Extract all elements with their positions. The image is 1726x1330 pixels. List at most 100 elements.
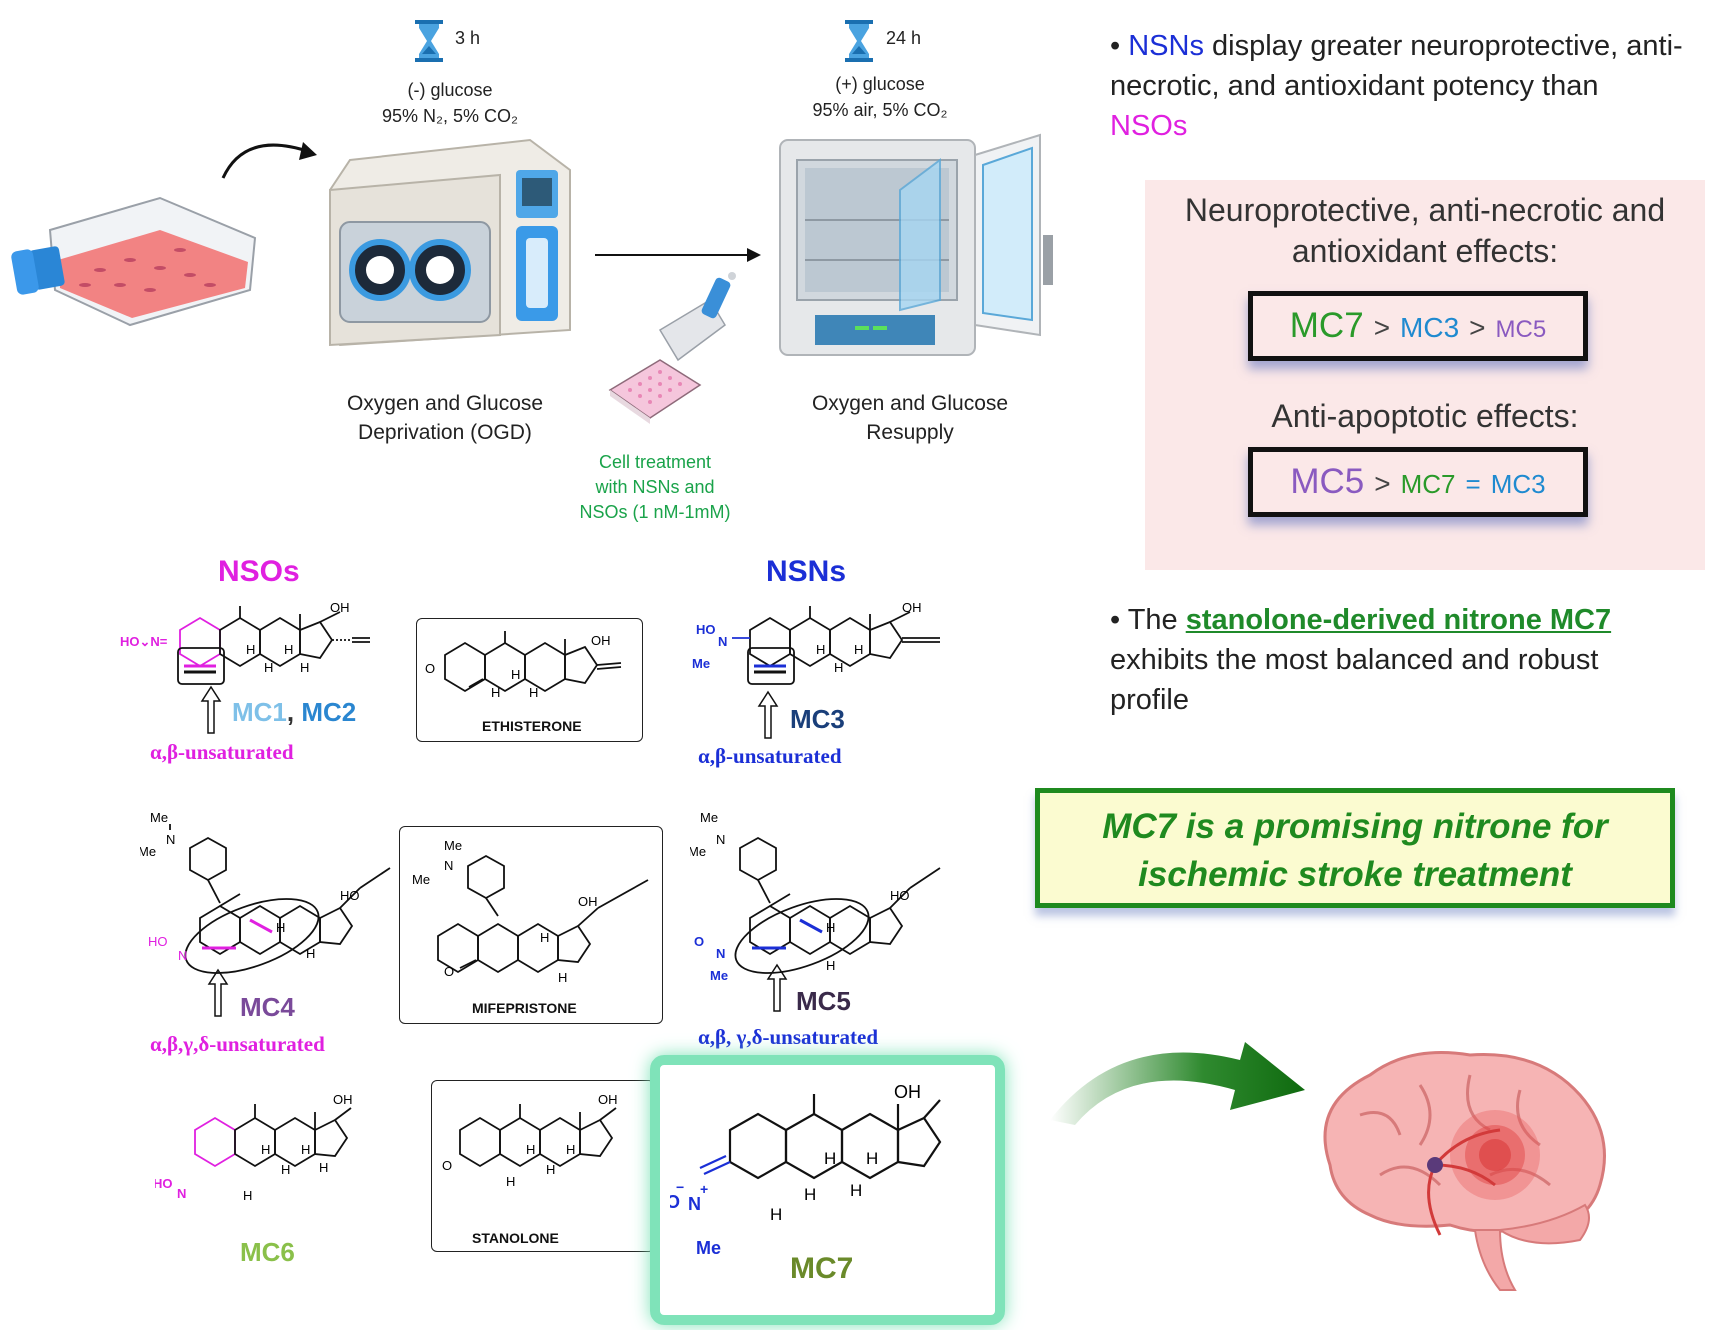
svg-text:OH: OH	[578, 894, 598, 909]
nsos-header: NSOs	[218, 555, 300, 588]
svg-text:HO: HO	[148, 934, 168, 949]
nsns-term: NSNs	[1128, 30, 1204, 62]
svg-text:H: H	[816, 642, 825, 657]
svg-text:H: H	[529, 685, 538, 700]
svg-text:N: N	[177, 1186, 186, 1201]
svg-text:H: H	[300, 660, 309, 675]
svg-text:N: N	[716, 832, 725, 847]
label-mc7: MC7	[790, 1252, 854, 1285]
ogd-time: 3 h	[455, 28, 481, 48]
up-arrow-icon	[766, 963, 788, 1012]
label-mc3: MC3	[790, 704, 845, 734]
svg-text:H: H	[770, 1205, 782, 1224]
svg-text:H: H	[526, 1142, 535, 1157]
structure-mifepristone: Me Me N OH O H H	[412, 838, 649, 985]
svg-text:H: H	[866, 1149, 878, 1168]
svg-text:H: H	[834, 660, 843, 675]
svg-text:N: N	[688, 1194, 701, 1214]
stanolone-box	[431, 1080, 655, 1252]
bullet-mc7-profile: • The stanolone-derived nitrone MC7 exhi…	[1110, 604, 1612, 717]
svg-text:OH: OH	[894, 1082, 921, 1102]
ethisterone-box	[416, 618, 643, 742]
svg-text:H: H	[558, 970, 567, 985]
svg-text:N: N	[166, 832, 175, 847]
resupply-caption-2: Resupply	[866, 421, 954, 444]
mc7-highlight: stanolone-derived nitrone MC7	[1185, 604, 1612, 636]
conclusion-box: MC7 is a promising nitrone for ischemic …	[1035, 788, 1675, 908]
svg-text:N: N	[444, 858, 453, 873]
svg-text:HO: HO	[340, 888, 360, 903]
svg-text:H: H	[491, 685, 500, 700]
nsos-term: NSOs	[1110, 110, 1188, 143]
ranking-neuroprotective: MC7 > MC3 > MC5	[1248, 291, 1588, 361]
hourglass-icon	[415, 20, 443, 62]
label-ab-unsaturated-nsn: α,β-unsaturated	[698, 744, 842, 768]
incubator-icon	[779, 133, 1053, 356]
svg-text:O: O	[444, 964, 454, 979]
svg-text:Me: Me	[150, 810, 168, 825]
svg-text:H: H	[276, 920, 285, 935]
ogd-caption-1: Oxygen and Glucose	[346, 392, 544, 415]
svg-text:H: H	[804, 1185, 816, 1204]
svg-text:H: H	[854, 642, 863, 657]
rank2-mc3: MC3	[1490, 469, 1546, 499]
svg-text:H: H	[566, 1142, 575, 1157]
svg-text:Me: Me	[140, 844, 156, 859]
svg-text:H: H	[261, 1142, 270, 1157]
structure-mc1-mc2: OH HO⌄N= H H H H	[120, 600, 370, 685]
cell-flask-icon	[11, 196, 257, 327]
svg-text:N: N	[718, 634, 727, 649]
svg-text:H: H	[284, 642, 293, 657]
ranking-anti-apoptotic: MC5 > MC7 = MC3	[1248, 447, 1588, 517]
svg-text:N: N	[178, 948, 187, 963]
stanolone-label: STANOLONE	[472, 1230, 559, 1246]
svg-text:Me: Me	[412, 872, 430, 887]
ethisterone-label: ETHISTERONE	[482, 718, 582, 734]
brain-icon	[1323, 1051, 1606, 1291]
svg-text:HO: HO	[890, 888, 910, 903]
svg-text:H: H	[506, 1174, 515, 1189]
mc7-highlight-frame	[650, 1055, 1005, 1325]
rank1-mc7: MC7	[1289, 306, 1364, 345]
ogd-caption-2: Deprivation (OGD)	[358, 421, 532, 444]
svg-text:Me: Me	[710, 968, 728, 983]
structure-mc3: HO N Me OH H H H	[692, 600, 940, 685]
svg-text:H: H	[306, 946, 315, 961]
label-mc6: MC6	[240, 1237, 295, 1267]
hourglass-icon	[845, 20, 873, 62]
svg-text:OH: OH	[333, 1092, 353, 1107]
svg-text:H: H	[243, 1188, 252, 1203]
svg-text:−: −	[676, 1179, 684, 1195]
resupply-time: 24 h	[886, 28, 922, 48]
rank1-mc5: MC5	[1495, 316, 1547, 343]
svg-text:HO: HO	[155, 1176, 173, 1191]
svg-text:H: H	[301, 1142, 310, 1157]
summary-title-3: Anti-apoptotic effects:	[1271, 398, 1579, 434]
label-abgd-unsaturated-nso: α,β,γ,δ-unsaturated	[150, 1032, 325, 1056]
svg-text:H: H	[540, 930, 549, 945]
ogd-condition-2: 95% N₂, 5% CO₂	[381, 106, 519, 126]
svg-text:+: +	[700, 1181, 708, 1197]
label-mc4: MC4	[240, 992, 295, 1022]
svg-text:O: O	[694, 934, 704, 949]
structure-ethisterone: O OH H H H	[425, 631, 622, 700]
green-arrow-icon	[1050, 1042, 1305, 1125]
svg-text:H: H	[246, 642, 255, 657]
atom-hon: HO⌄N=	[120, 634, 168, 649]
svg-text:Me: Me	[700, 810, 718, 825]
label-mc1-mc2: MC1, MC2	[232, 697, 357, 727]
label-ab-unsaturated-nso: α,β-unsaturated	[150, 740, 294, 764]
ogd-condition-1: (-) glucose	[407, 80, 493, 100]
structure-stanolone: O OH H H H H	[442, 1092, 618, 1189]
treatment-caption-3: NSOs (1 nM-1mM)	[579, 502, 731, 522]
mifepristone-box	[399, 826, 663, 1024]
svg-text:H: H	[264, 660, 273, 675]
nsns-header: NSNs	[766, 555, 847, 588]
svg-text:H: H	[826, 958, 835, 973]
svg-text:H: H	[826, 920, 835, 935]
rank2-mc5: MC5	[1290, 462, 1365, 501]
summary-title-2: antioxidant effects:	[1291, 233, 1559, 269]
svg-text:H: H	[319, 1160, 328, 1175]
resupply-condition-2: 95% air, 5% CO₂	[812, 100, 948, 120]
svg-text:H: H	[511, 667, 520, 682]
